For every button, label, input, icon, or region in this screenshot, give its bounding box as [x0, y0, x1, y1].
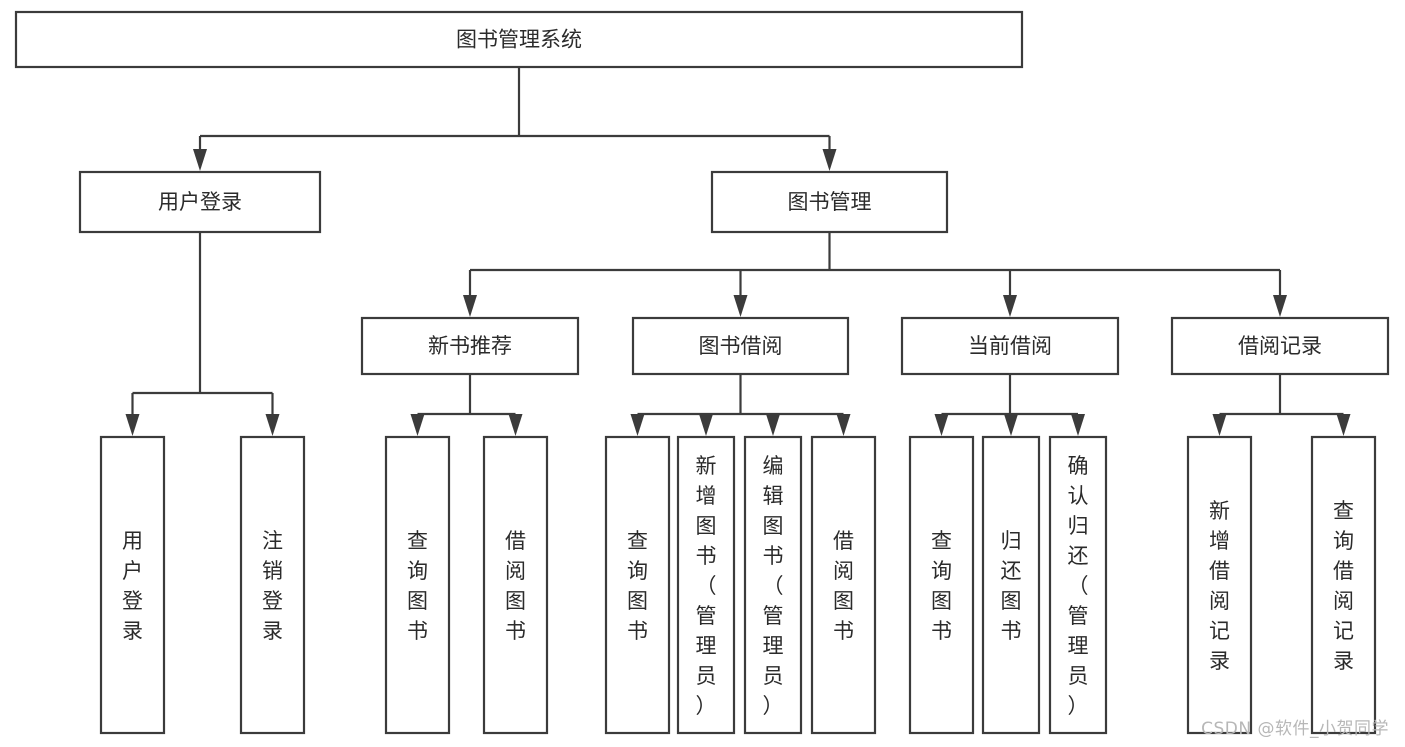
node-level3-0[interactable]: 新书推荐 — [360, 316, 580, 376]
node-box — [604, 435, 671, 735]
node-root[interactable]: 图书管理系统 — [14, 10, 1024, 69]
node-box — [908, 435, 975, 735]
node-level2-0[interactable]: 用户登录 — [78, 170, 322, 234]
node-label: 注销登录 — [262, 529, 283, 643]
arrow-head-icon — [733, 295, 748, 317]
arrow-head-icon — [1071, 414, 1085, 436]
node-box — [1186, 435, 1253, 735]
node-leaf-10[interactable]: 确认归还（管理员） — [1048, 435, 1108, 735]
node-box — [239, 435, 306, 735]
node-leaf-4[interactable]: 查询图书 — [604, 435, 671, 735]
node-leaf-7[interactable]: 借阅图书 — [810, 435, 877, 735]
node-box — [384, 435, 451, 735]
node-label: 查询图书 — [627, 529, 648, 643]
node-box — [14, 10, 1024, 69]
node-leaf-8[interactable]: 查询图书 — [908, 435, 975, 735]
node-label: 借阅图书 — [833, 529, 854, 643]
node-leaf-1[interactable]: 注销登录 — [239, 435, 306, 735]
node-label: 新增图书（管理员） — [696, 454, 717, 718]
node-label: 借阅图书 — [505, 529, 526, 643]
node-label: 新增借阅记录 — [1209, 499, 1230, 673]
arrow-head-icon — [265, 414, 280, 436]
node-box — [900, 316, 1120, 376]
boxes-layer: 图书管理系统用户登录图书管理新书推荐图书借阅当前借阅借阅记录用户登录注销登录查询… — [14, 10, 1390, 735]
node-level3-2[interactable]: 当前借阅 — [900, 316, 1120, 376]
node-box — [78, 170, 322, 234]
node-label: 借阅记录 — [1238, 334, 1322, 358]
arrow-head-icon — [822, 149, 837, 171]
node-level3-1[interactable]: 图书借阅 — [631, 316, 850, 376]
node-box — [1170, 316, 1390, 376]
arrow-head-icon — [1273, 295, 1287, 317]
node-leaf-3[interactable]: 借阅图书 — [482, 435, 549, 735]
arrow-head-icon — [508, 414, 523, 436]
node-label: 图书管理系统 — [456, 28, 582, 52]
node-box — [1310, 435, 1377, 735]
node-label: 图书管理 — [788, 190, 872, 214]
arrow-head-icon — [766, 414, 780, 436]
node-label: 归还图书 — [1001, 529, 1022, 643]
arrow-head-icon — [1212, 414, 1227, 436]
csdn-watermark: CSDN @软件_小贺同学 — [1201, 719, 1389, 739]
node-box — [676, 435, 736, 735]
arrow-head-icon — [1336, 414, 1351, 436]
node-box — [1048, 435, 1108, 735]
node-label: 编辑图书（管理员） — [763, 454, 784, 718]
arrow-head-icon — [630, 414, 645, 436]
node-leaf-2[interactable]: 查询图书 — [384, 435, 451, 735]
node-box — [810, 435, 877, 735]
node-label: 查询借阅记录 — [1333, 499, 1354, 673]
connectors-layer — [125, 67, 1351, 436]
node-label: 用户登录 — [122, 529, 143, 643]
node-box — [482, 435, 549, 735]
node-box — [360, 316, 580, 376]
node-leaf-9[interactable]: 归还图书 — [981, 435, 1041, 735]
arrow-head-icon — [410, 414, 425, 436]
node-label: 用户登录 — [158, 190, 242, 214]
arrow-head-icon — [934, 414, 949, 436]
node-label: 查询图书 — [931, 529, 952, 643]
arrow-head-icon — [699, 414, 713, 436]
node-level3-3[interactable]: 借阅记录 — [1170, 316, 1390, 376]
node-label: 确认归还（管理员） — [1068, 454, 1089, 718]
node-leaf-0[interactable]: 用户登录 — [99, 435, 166, 735]
node-box — [710, 170, 949, 234]
node-label: 图书借阅 — [699, 334, 783, 358]
node-box — [99, 435, 166, 735]
node-label: 查询图书 — [407, 529, 428, 643]
arrow-head-icon — [1003, 295, 1017, 317]
node-leaf-6[interactable]: 编辑图书（管理员） — [743, 435, 803, 735]
node-level2-1[interactable]: 图书管理 — [710, 170, 949, 234]
node-leaf-12[interactable]: 查询借阅记录 — [1310, 435, 1377, 735]
arrow-head-icon — [1004, 414, 1018, 436]
arrow-head-icon — [125, 414, 140, 436]
node-box — [631, 316, 850, 376]
node-box — [743, 435, 803, 735]
arrow-head-icon — [836, 414, 851, 436]
node-label: 新书推荐 — [428, 334, 512, 358]
node-box — [981, 435, 1041, 735]
arrow-head-icon — [193, 149, 207, 171]
arrow-head-icon — [463, 295, 477, 317]
node-leaf-11[interactable]: 新增借阅记录 — [1186, 435, 1253, 735]
node-label: 当前借阅 — [968, 334, 1052, 358]
node-leaf-5[interactable]: 新增图书（管理员） — [676, 435, 736, 735]
